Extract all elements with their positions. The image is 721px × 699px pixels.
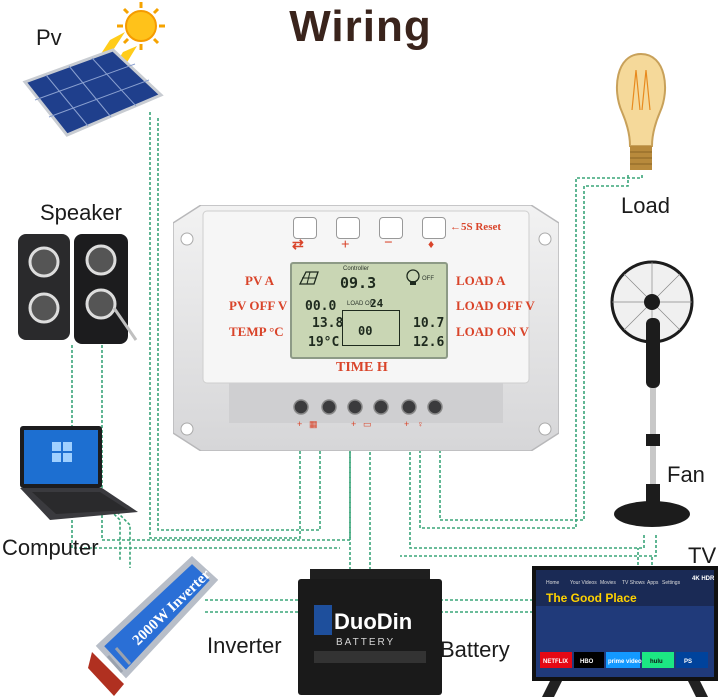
tv-app-ps: PS [684, 659, 692, 665]
bulb-small-icon: ♦ [428, 237, 435, 251]
button-minus[interactable] [379, 217, 403, 239]
lcd-battery-icon [342, 310, 400, 346]
inverter-label: Inverter [207, 633, 282, 658]
charge-controller: ⇄ + − ♦ ←5S Reset PV A PV OFF V TEMP °C … [173, 205, 559, 451]
lcd-mid-left: 13.8 [312, 316, 344, 331]
svg-text:♀: ♀ [417, 419, 424, 429]
tv-app-prime: prime video [608, 659, 642, 665]
tv-badge: 4K HDR [692, 576, 715, 582]
lcd-load-off-val: 10.7 [413, 316, 445, 331]
fan-label: Fan [667, 462, 705, 487]
minus-icon: − [384, 235, 393, 251]
tv-menu-movies: Movies [600, 580, 616, 586]
lcd-top-value: 09.3 [340, 274, 377, 292]
arrows-icon: ⇄ [292, 238, 304, 253]
battery-brand: DuoDin [334, 609, 412, 634]
tv-menu-settings: Settings [662, 580, 681, 586]
lcd-percent: 00 [358, 324, 373, 338]
lcd-off: OFF [422, 276, 434, 282]
fan-icon [610, 260, 694, 527]
pv-label: Pv [36, 25, 62, 50]
tv-menu-apps: Apps [647, 580, 659, 586]
tv-app-netflix: NETFLIX [543, 659, 568, 665]
lcd-screen: Controller 09.3 OFF 00.0 13.8 19°C LOAD … [290, 262, 448, 359]
lcd-temp: 19°C [308, 335, 340, 350]
plus-icon: + [341, 237, 350, 253]
tv-menu-home: Home [546, 580, 560, 586]
inverter-icon: 2000W Inverter [88, 556, 218, 696]
label-load-on: LOAD ON V [456, 324, 529, 339]
speaker-label: Speaker [40, 200, 122, 225]
label-load-a: LOAD A [456, 273, 506, 288]
battery-sub: BATTERY [336, 637, 395, 648]
solar-panel-icon [22, 2, 165, 137]
tv-icon: Home Your Videos Movies TV Shows Apps Se… [532, 566, 718, 697]
svg-text:+: + [297, 419, 302, 429]
label-pv-off: PV OFF V [229, 298, 288, 313]
tv-app-hulu: hulu [650, 659, 663, 665]
button-toggle[interactable] [293, 217, 317, 239]
lcd-panel-icon [298, 271, 319, 285]
button-plus[interactable] [336, 217, 360, 239]
label-pv-a: PV A [245, 273, 275, 288]
speaker-icon [18, 234, 138, 344]
tv-show: The Good Place [546, 591, 637, 605]
battery-label: Battery [440, 637, 510, 662]
tv-label: TV [688, 543, 717, 568]
lcd-pv-off: 00.0 [305, 299, 337, 314]
battery-icon: DuoDin BATTERY [298, 569, 442, 695]
tv-menu-videos: Your Videos [570, 580, 597, 586]
lcd-bulb-icon [406, 269, 420, 285]
terminal-block: + ▦ + ▭ + ♀ [293, 399, 443, 429]
page-title: Wiring [289, 2, 432, 51]
lcd-top-small: Controller [343, 266, 370, 272]
label-temp: TEMP °C [229, 324, 284, 339]
lcd-load-on-val: 12.6 [413, 335, 445, 350]
label-time: TIME H [336, 360, 388, 375]
load-label: Load [621, 193, 670, 218]
tv-menu-shows: TV Shows [622, 580, 645, 586]
computer-label: Computer [2, 535, 99, 560]
svg-text:+: + [351, 419, 356, 429]
reset-label: 5S Reset [461, 221, 502, 233]
label-load-off: LOAD OFF V [456, 298, 535, 313]
bulb-icon [615, 52, 667, 170]
svg-text:▦: ▦ [309, 419, 318, 429]
svg-text:▭: ▭ [363, 419, 372, 429]
svg-text:+: + [404, 419, 409, 429]
button-light[interactable] [422, 217, 446, 239]
tv-app-hbo: HBO [580, 659, 594, 665]
laptop-icon [20, 426, 138, 520]
lcd-hours: 24 [370, 297, 384, 310]
lcd-load-on: LOAD ON [347, 301, 375, 307]
